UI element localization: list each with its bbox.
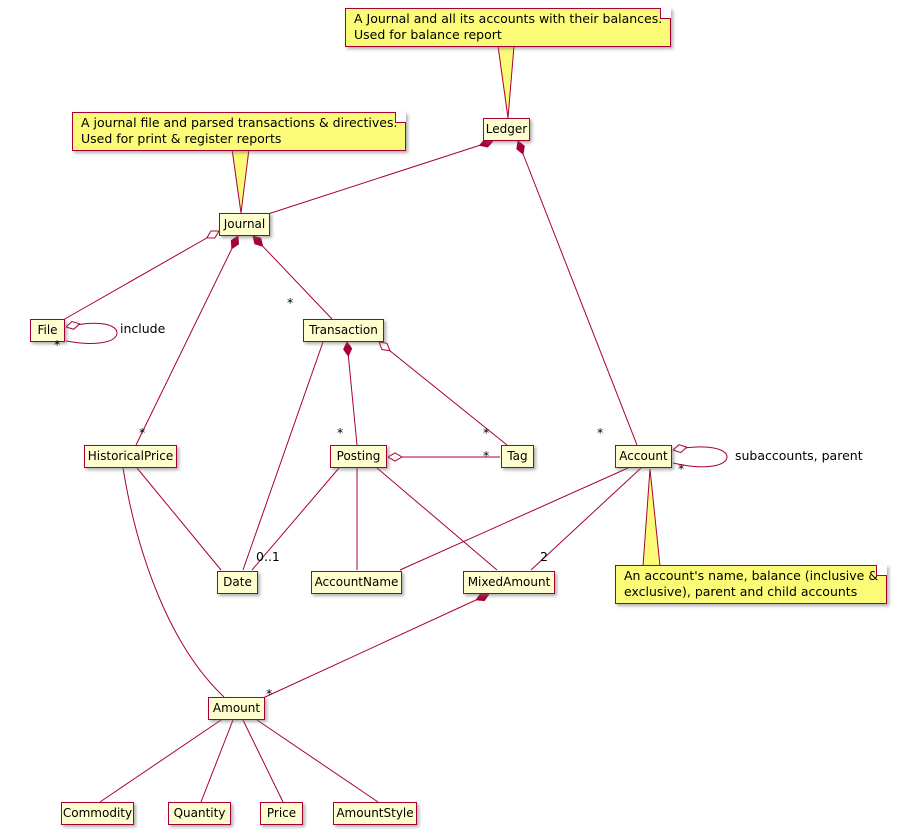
note-text: Used for print & register reports bbox=[81, 131, 282, 146]
note-journal: A journal file and parsed transactions &… bbox=[72, 112, 407, 151]
edge-mixedamount-amount bbox=[262, 594, 489, 699]
class-ledger: Ledger bbox=[483, 118, 530, 141]
edge-file-self-include bbox=[66, 323, 118, 344]
class-mixedamount: MixedAmount bbox=[463, 571, 555, 594]
class-quantity: Quantity bbox=[168, 802, 231, 825]
note-fold-icon bbox=[876, 565, 888, 576]
class-label: Amount bbox=[212, 701, 261, 715]
note-pointer-account bbox=[642, 468, 661, 567]
class-label: Tag bbox=[507, 449, 528, 463]
class-label: AccountName bbox=[314, 575, 399, 589]
multiplicity-posting: * bbox=[337, 425, 344, 440]
note-fold-icon bbox=[395, 112, 407, 123]
class-label: Commodity bbox=[62, 806, 133, 820]
class-transaction: Transaction bbox=[303, 319, 384, 342]
class-journal: Journal bbox=[219, 213, 270, 236]
class-label: Transaction bbox=[309, 323, 378, 337]
multiplicity-transaction: * bbox=[287, 295, 294, 310]
class-label: MixedAmount bbox=[467, 575, 551, 589]
edge-ledger-account bbox=[518, 141, 638, 446]
note-text: exclusive), parent and child accounts bbox=[624, 584, 858, 599]
multiplicity-ledger-account: * bbox=[597, 425, 604, 440]
class-label: AmountStyle bbox=[336, 806, 414, 820]
class-label: Quantity bbox=[173, 806, 226, 820]
multiplicity-mixedamount-amount: * bbox=[266, 686, 273, 701]
edge-name-label-subaccounts: subaccounts, parent bbox=[735, 448, 863, 463]
class-tag: Tag bbox=[501, 445, 534, 468]
note-fold-icon bbox=[660, 8, 672, 19]
edge-posting-mixedamount bbox=[376, 467, 498, 571]
multiplicity-posting-tag: * bbox=[483, 448, 490, 463]
note-text: A Journal and all its accounts with thei… bbox=[354, 11, 663, 26]
class-account: Account bbox=[615, 445, 672, 468]
note-pointer-ledger bbox=[497, 45, 515, 119]
edge-account-self-subaccounts bbox=[673, 447, 728, 468]
multiplicity-account-mixedamount: 2 bbox=[540, 549, 548, 564]
note-account: An account's name, balance (inclusive & … bbox=[615, 565, 888, 604]
multiplicity-historicalprice: * bbox=[139, 425, 146, 440]
edge-amount-quantity bbox=[200, 719, 234, 803]
edge-ledger-journal bbox=[267, 141, 493, 215]
class-label: Journal bbox=[223, 217, 266, 231]
class-historicalprice: HistoricalPrice bbox=[84, 445, 177, 468]
note-pointer-journal bbox=[231, 148, 250, 214]
edge-transaction-posting bbox=[347, 342, 358, 446]
class-price: Price bbox=[260, 802, 303, 825]
class-date: Date bbox=[217, 571, 258, 594]
note-text: An account's name, balance (inclusive & bbox=[624, 568, 879, 583]
note-text: A journal file and parsed transactions &… bbox=[81, 115, 398, 130]
class-amount: Amount bbox=[208, 697, 265, 720]
multiplicity-transaction-tag: * bbox=[483, 425, 490, 440]
class-label: HistoricalPrice bbox=[87, 449, 174, 463]
class-label: Date bbox=[223, 575, 252, 589]
edge-account-mixedamount bbox=[530, 467, 642, 571]
edge-amount-price bbox=[242, 719, 284, 803]
edge-transaction-tag bbox=[379, 342, 508, 446]
class-label: File bbox=[37, 323, 58, 337]
class-amountstyle: AmountStyle bbox=[333, 802, 417, 825]
class-label: Account bbox=[619, 449, 668, 463]
edge-amount-amountstyle bbox=[256, 719, 379, 803]
class-file: File bbox=[30, 319, 65, 342]
edge-journal-historicalprice bbox=[135, 236, 238, 446]
class-posting: Posting bbox=[330, 445, 387, 468]
edge-account-accountname bbox=[399, 467, 629, 571]
edge-historicalprice-date bbox=[136, 467, 222, 571]
edge-transaction-date bbox=[242, 341, 324, 571]
note-ledger: A Journal and all its accounts with thei… bbox=[345, 8, 672, 47]
edge-name-label-include: include bbox=[120, 321, 166, 336]
multiplicity-account-self: * bbox=[678, 461, 685, 476]
class-commodity: Commodity bbox=[61, 802, 134, 825]
edge-posting-date bbox=[251, 467, 340, 571]
edge-journal-file bbox=[62, 231, 219, 321]
edge-journal-transaction bbox=[253, 236, 333, 320]
multiplicity-file-self: * bbox=[54, 337, 61, 352]
multiplicity-posting-date: 0..1 bbox=[256, 549, 280, 564]
edge-historicalprice-amount bbox=[122, 467, 225, 698]
class-accountname: AccountName bbox=[311, 571, 402, 594]
class-label: Posting bbox=[336, 449, 381, 463]
class-label: Price bbox=[266, 806, 297, 820]
note-text: Used for balance report bbox=[354, 27, 502, 42]
edge-amount-commodity bbox=[99, 719, 222, 803]
class-label: Ledger bbox=[485, 122, 528, 136]
